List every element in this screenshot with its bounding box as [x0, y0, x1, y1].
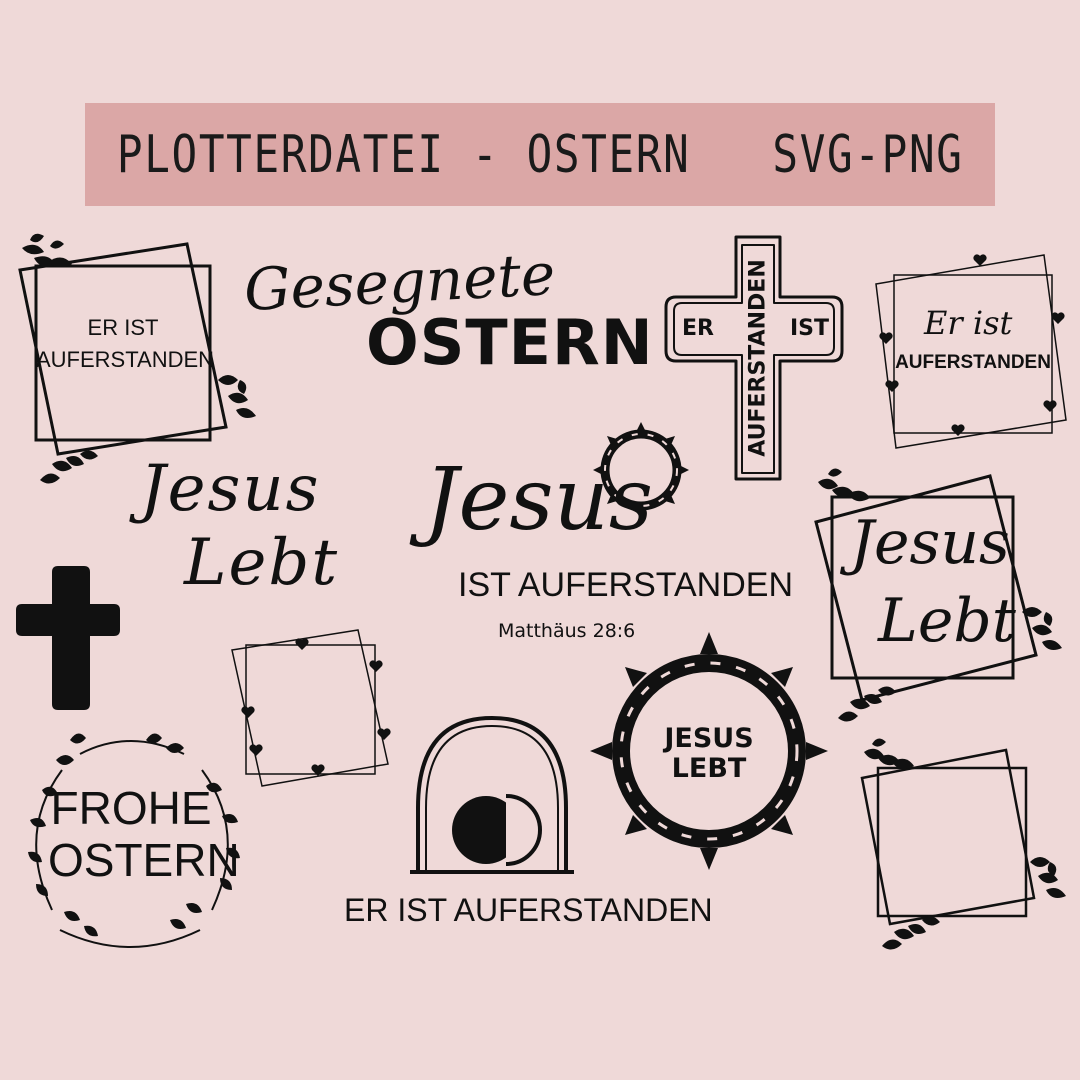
framed-jesus: Jesus: [850, 508, 1010, 578]
cross-text-right: IST: [790, 316, 830, 341]
title-banner: PLOTTERDATEI - OSTERN SVG-PNG: [85, 103, 995, 206]
wreath-text: FROHE OSTERN: [48, 782, 240, 886]
framed-lebt: Lebt: [878, 586, 1016, 656]
wreath-text-line2: OSTERN: [48, 834, 240, 886]
tomb-caption: ER IST AUFERSTANDEN: [344, 892, 713, 928]
jesus-script-line1: Jesus: [140, 452, 321, 526]
frame-text: ER IST AUFERSTANDEN: [36, 312, 215, 376]
lebt-script-line2: Lebt: [184, 526, 340, 600]
banner-title: PLOTTERDATEI - OSTERN SVG-PNG: [116, 124, 964, 185]
heart-frame-bold: AUFERSTANDEN: [895, 352, 1051, 373]
center-jesus-script: Jesus: [424, 450, 654, 550]
frame-text-line2: AUFERSTANDEN: [36, 347, 215, 372]
center-verse: Matthäus 28:6: [498, 620, 636, 642]
cross-text-left: ER: [682, 316, 714, 341]
wreath-text-line1: FROHE: [50, 782, 212, 834]
crown-text-line1: JESUS: [664, 723, 754, 754]
crown-text-line2: LEBT: [671, 753, 747, 784]
center-ist-auferstanden: IST AUFERSTANDEN: [458, 566, 794, 604]
heart-frame-script: Er ist: [924, 304, 1013, 342]
crown-text: JESUS LEBT: [624, 724, 794, 784]
ostern-bold: OSTERN: [366, 306, 654, 379]
frame-text-line1: ER IST: [87, 315, 159, 340]
